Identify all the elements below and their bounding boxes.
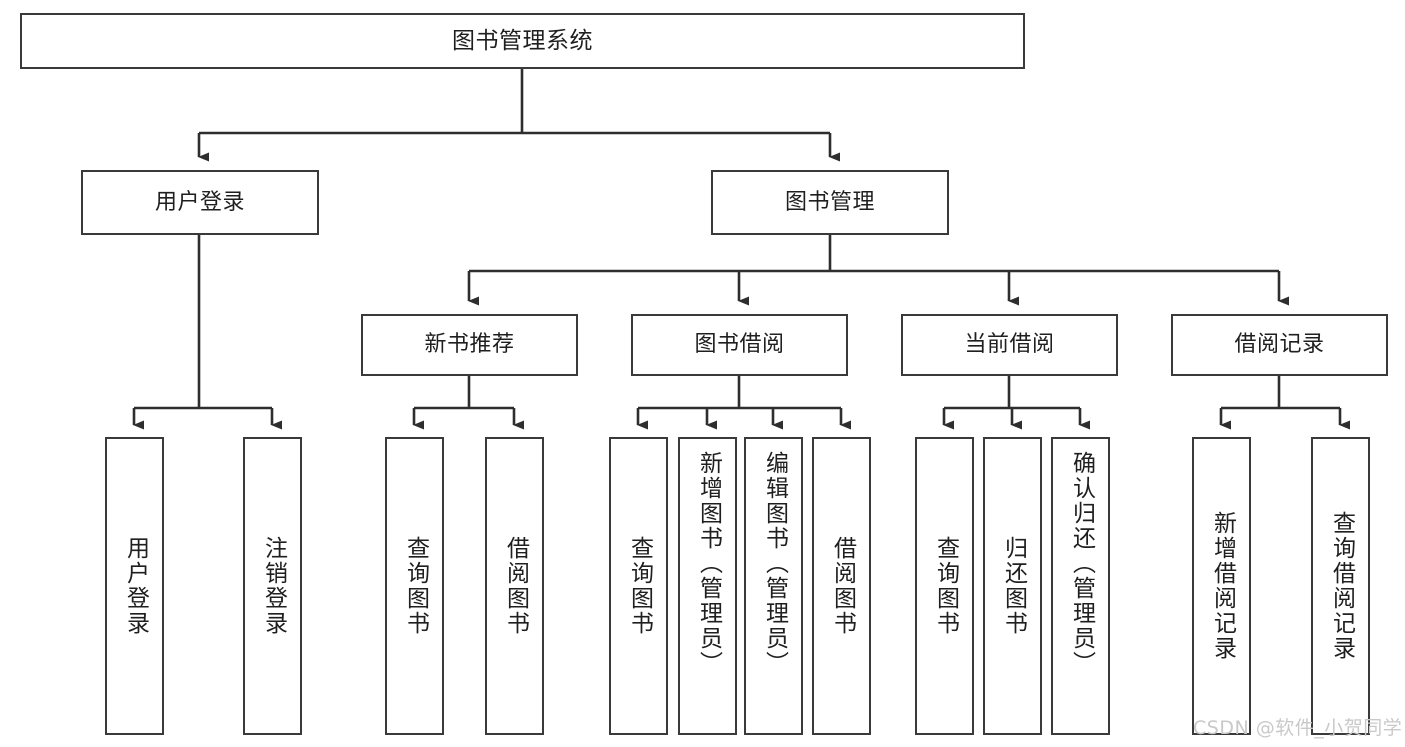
node-leaf-borrow-book-1[interactable]: 借阅图书 bbox=[485, 437, 544, 735]
node-label: 图书管理 bbox=[784, 189, 875, 215]
node-new-book-rec[interactable]: 新书推荐 bbox=[361, 314, 578, 376]
node-borrow-record[interactable]: 借阅记录 bbox=[1171, 314, 1388, 376]
node-leaf-confirm-return[interactable]: 确认归还（管理员） bbox=[1051, 437, 1110, 735]
node-label: 当前借阅 bbox=[964, 332, 1055, 358]
node-label: 新书推荐 bbox=[424, 332, 515, 358]
node-leaf-user-logout[interactable]: 注销登录 bbox=[243, 437, 302, 735]
node-label: 新增图书（管理员） bbox=[695, 451, 722, 676]
node-leaf-query-record[interactable]: 查询借阅记录 bbox=[1311, 437, 1370, 735]
node-label: 用户登录 bbox=[154, 189, 245, 215]
node-label: 编辑图书（管理员） bbox=[761, 451, 788, 676]
node-leaf-return-book[interactable]: 归还图书 bbox=[983, 437, 1042, 735]
node-leaf-query-book-1[interactable]: 查询图书 bbox=[385, 437, 444, 735]
node-label: 注销登录 bbox=[260, 536, 287, 636]
node-leaf-edit-book[interactable]: 编辑图书（管理员） bbox=[744, 437, 803, 735]
node-label: 查询图书 bbox=[932, 536, 959, 636]
node-label: 查询图书 bbox=[626, 536, 653, 636]
node-label: 查询图书 bbox=[402, 536, 429, 636]
node-current-borrow[interactable]: 当前借阅 bbox=[901, 314, 1118, 376]
node-leaf-query-book-3[interactable]: 查询图书 bbox=[915, 437, 974, 735]
node-leaf-borrow-book-2[interactable]: 借阅图书 bbox=[812, 437, 871, 735]
node-leaf-user-login[interactable]: 用户登录 bbox=[105, 437, 164, 735]
node-label: 借阅记录 bbox=[1234, 332, 1325, 358]
node-book-borrow[interactable]: 图书借阅 bbox=[631, 314, 848, 376]
node-label: 新增借阅记录 bbox=[1209, 511, 1236, 661]
node-label: 确认归还（管理员） bbox=[1068, 451, 1095, 676]
node-label: 归还图书 bbox=[1000, 536, 1027, 636]
node-label: 查询借阅记录 bbox=[1328, 511, 1355, 661]
node-label: 借阅图书 bbox=[502, 536, 529, 636]
node-leaf-query-book-2[interactable]: 查询图书 bbox=[609, 437, 668, 735]
node-root[interactable]: 图书管理系统 bbox=[20, 13, 1025, 69]
node-label: 图书管理系统 bbox=[452, 27, 593, 54]
node-book-manage[interactable]: 图书管理 bbox=[711, 170, 949, 235]
node-label: 图书借阅 bbox=[694, 332, 785, 358]
node-label: 用户登录 bbox=[122, 536, 149, 636]
node-label: 借阅图书 bbox=[829, 536, 856, 636]
node-user-login[interactable]: 用户登录 bbox=[81, 170, 319, 235]
node-leaf-add-book[interactable]: 新增图书（管理员） bbox=[678, 437, 737, 735]
node-leaf-add-record[interactable]: 新增借阅记录 bbox=[1192, 437, 1251, 735]
